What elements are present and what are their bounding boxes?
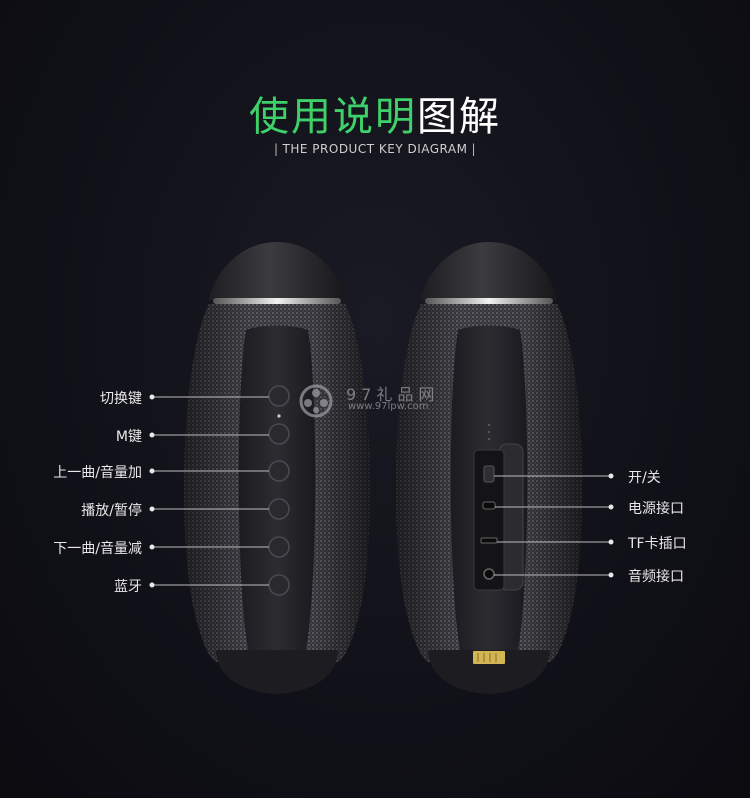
label-power-switch: 开/关 — [628, 470, 661, 486]
watermark-logo-icon — [299, 384, 333, 418]
watermark-url: www.97lpw.com — [348, 401, 429, 412]
m-button-icon — [268, 423, 290, 445]
speaker-back-top-cap — [421, 242, 557, 300]
power-switch-icon — [483, 465, 495, 483]
watermark-name: 97礼品网 — [346, 385, 440, 404]
speaker-front-silver-ring — [213, 298, 341, 304]
label-bluetooth: 蓝牙 — [114, 579, 142, 595]
label-next-volume-down: 下一曲/音量减 — [53, 541, 142, 557]
label-audio-port: 音频接口 — [628, 569, 684, 585]
label-switch-key: 切换键 — [100, 391, 142, 407]
micro-usb-port-icon — [482, 501, 496, 510]
page-title: 使用说明图解 — [0, 84, 750, 142]
label-m-key: M键 — [115, 429, 142, 445]
speaker-front-control-panel — [238, 325, 316, 650]
play-pause-button-icon — [268, 498, 290, 520]
title-green-part: 使用说明 — [249, 94, 417, 140]
led-indicator-icon — [277, 414, 281, 418]
label-prev-volume-up: 上一曲/音量加 — [53, 465, 142, 481]
subtitle-bar-left: | — [274, 142, 279, 156]
switch-button-icon — [268, 385, 290, 407]
subtitle-text: THE PRODUCT KEY DIAGRAM — [282, 142, 468, 156]
label-power-port: 电源接口 — [628, 501, 684, 517]
speaker-front-top-cap — [209, 242, 345, 300]
label-play-pause: 播放/暂停 — [81, 503, 142, 519]
speaker-front-buttons — [268, 385, 290, 596]
speaker-front-base — [216, 650, 338, 694]
tf-card-slot-icon — [480, 537, 498, 544]
bluetooth-button-icon — [268, 574, 290, 596]
label-tf-card-slot: TF卡插口 — [628, 536, 687, 552]
volume-up-button-icon — [268, 460, 290, 482]
gold-connector-icon — [473, 651, 505, 664]
right-callout-lines — [494, 473, 614, 578]
speaker-back-base — [428, 650, 550, 694]
speaker-back-silver-ring — [425, 298, 553, 304]
port-recess — [473, 449, 505, 591]
speaker-back — [396, 242, 582, 694]
title-white-part: 图解 — [417, 94, 501, 140]
audio-jack-icon — [483, 568, 495, 580]
subtitle-bar-right: | — [471, 142, 476, 156]
speaker-front — [184, 242, 370, 694]
page-subtitle: |THE PRODUCT KEY DIAGRAM| — [0, 142, 750, 156]
left-callout-lines — [149, 394, 269, 588]
volume-down-button-icon — [268, 536, 290, 558]
